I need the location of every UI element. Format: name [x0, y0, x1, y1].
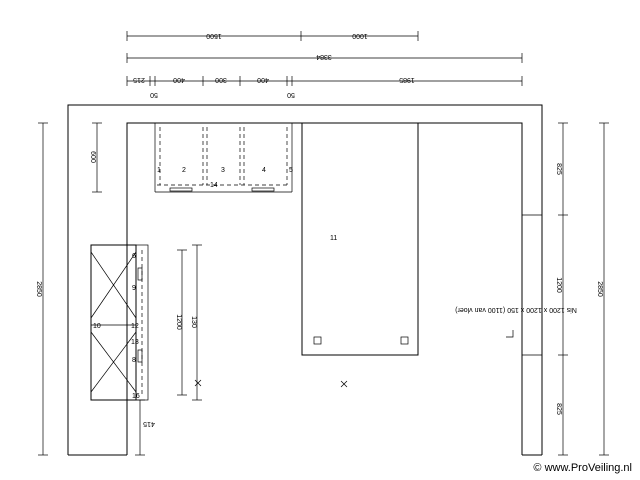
- dim-1985: 1985: [399, 76, 415, 83]
- dimension-415: [135, 399, 145, 456]
- unit-12: 12: [131, 323, 139, 330]
- dim-400b: 400: [257, 76, 269, 83]
- unit-13: 13: [131, 339, 139, 346]
- unit-10: 10: [93, 323, 101, 330]
- outlet-mark: [506, 330, 514, 338]
- watermark: © www.ProVeiling.nl: [533, 462, 632, 474]
- unit-5: 5: [289, 167, 293, 174]
- dim-gap-50b: 50: [287, 91, 295, 98]
- unit-16: 16: [132, 393, 140, 400]
- x-markers: [194, 379, 348, 388]
- dim-300: 300: [215, 76, 227, 83]
- dim-1500: 1500: [206, 32, 222, 39]
- dimension-top-1500-1000: [126, 31, 419, 41]
- dimension-600: [92, 122, 102, 193]
- unit-4: 4: [262, 167, 266, 174]
- dim-island-1200: 1200: [175, 314, 182, 330]
- dim-215: 215: [133, 76, 145, 83]
- unit-8: 8: [132, 357, 136, 364]
- unit-3: 3: [221, 167, 225, 174]
- dim-right-825-bottom: 825: [555, 403, 562, 415]
- dimension-left-2850: [38, 122, 48, 456]
- dim-gap-50a: 50: [150, 91, 158, 98]
- unit-9: 9: [132, 285, 136, 292]
- niche-note: Nis 1200 x 1200 x 150 (1100 van vloer): [455, 306, 577, 313]
- dim-right-2850: 2850: [596, 281, 603, 297]
- unit-2: 2: [182, 167, 186, 174]
- dim-415: 415: [143, 420, 155, 427]
- unit-1: 1: [157, 167, 161, 174]
- dim-right-1200: 1200: [555, 277, 562, 293]
- unit-11: 11: [330, 235, 337, 242]
- unit-6: 6: [132, 253, 136, 260]
- dim-1000: 1000: [352, 32, 368, 39]
- unit-14: 14: [210, 182, 218, 189]
- dim-400a: 400: [173, 76, 185, 83]
- dim-left-2850: 2850: [35, 281, 42, 297]
- top-cabinets: [154, 123, 293, 193]
- dim-right-825-top: 825: [555, 163, 562, 175]
- dimension-right-stack: [558, 122, 568, 456]
- dimension-top-3384: [126, 53, 523, 63]
- dim-3384: 3384: [316, 53, 332, 60]
- left-tall-cabinets: [90, 244, 149, 401]
- dimension-top-segments: [126, 76, 523, 86]
- dimension-island: [177, 244, 202, 401]
- dim-island-130: 130: [190, 316, 197, 328]
- dim-600: 600: [89, 151, 96, 163]
- center-unit-11: [301, 122, 419, 356]
- dimension-right-2850: [599, 122, 609, 456]
